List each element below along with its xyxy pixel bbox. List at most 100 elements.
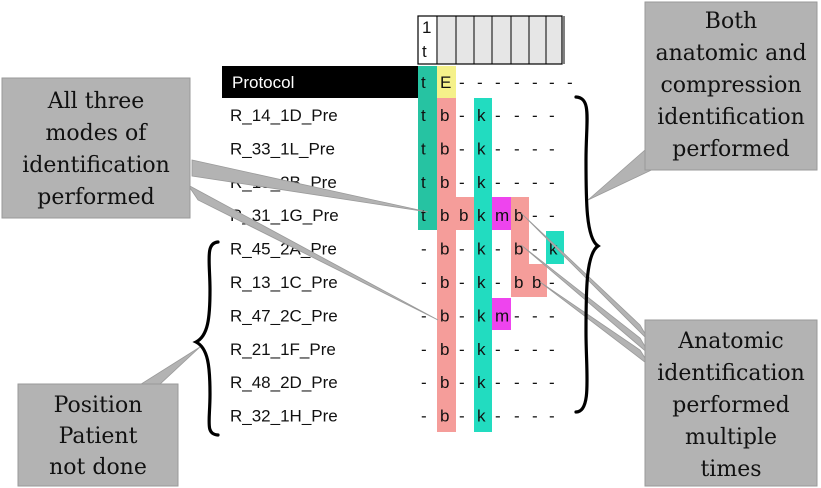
callout-anatomic-line-4: multiple <box>685 425 777 450</box>
grid-cell: - <box>549 306 555 325</box>
grid-cell: b <box>514 240 523 259</box>
grid-cell: - <box>459 240 465 259</box>
grid-cell: b <box>440 240 449 259</box>
callout-anatomic-line-3: performed <box>672 393 790 418</box>
grid-cell: b <box>440 340 449 359</box>
callout-position-line-3: not done <box>49 455 147 480</box>
pointer-all-three-to-r47 <box>187 184 439 321</box>
grid-cell: E <box>440 73 451 92</box>
grid-cell: - <box>421 340 427 359</box>
grid-cell: - <box>514 373 520 392</box>
grid-cell: - <box>549 73 555 92</box>
callout-both-line-1: Both <box>705 9 757 34</box>
grid-cell: t <box>421 173 426 192</box>
grid-cell: - <box>459 273 465 292</box>
row-label: R_47_2C_Pre <box>230 306 338 325</box>
row-label: R_13_1C_Pre <box>230 273 338 292</box>
callout-texts: All three modes of identification perfor… <box>22 9 806 482</box>
column-highlights <box>418 66 564 432</box>
callout-position-line-1: Position <box>54 393 143 418</box>
grid-cell: - <box>421 240 427 259</box>
grid-cell: - <box>421 373 427 392</box>
grid-cell: t <box>421 139 426 158</box>
callout-position-box <box>17 383 179 487</box>
callout-all-three-line-4: performed <box>37 185 155 210</box>
grid-cell: - <box>459 407 465 426</box>
grid-cell: - <box>459 340 465 359</box>
callout-all-three-box <box>1 77 191 219</box>
grid-cell: k <box>477 407 486 426</box>
grid-cell: - <box>549 206 555 225</box>
callout-pointers <box>136 149 663 387</box>
grid-cell: t <box>421 206 426 225</box>
grid-cell: t <box>421 106 426 125</box>
grid-cell: - <box>567 73 573 92</box>
grid-cell: - <box>495 73 501 92</box>
header-dividers <box>436 16 565 64</box>
grid-cell: b <box>440 273 449 292</box>
grid-cell: b <box>440 173 449 192</box>
grid-cell: - <box>495 173 501 192</box>
callout-anatomic-line-1: Anatomic <box>677 329 783 354</box>
grid-cell: - <box>459 173 465 192</box>
callout-position-line-2: Patient <box>59 424 138 449</box>
grid-cell: - <box>549 273 555 292</box>
grid-cell: k <box>477 106 486 125</box>
grid-cell: - <box>549 407 555 426</box>
grid-cell: - <box>459 306 465 325</box>
grid-cell: - <box>549 373 555 392</box>
grid-cell: - <box>495 240 501 259</box>
brace-left <box>192 240 220 437</box>
grid-cell: b <box>440 206 449 225</box>
band-b-column <box>437 98 456 432</box>
grid-cell: k <box>477 240 486 259</box>
grid-cell: - <box>549 139 555 158</box>
row-label: R_14_1D_Pre <box>230 106 338 125</box>
grid-cell: - <box>549 106 555 125</box>
grid-cell: k <box>477 139 486 158</box>
band-m-cell-r47 <box>492 298 511 330</box>
grid-cell: - <box>532 373 538 392</box>
callout-both-line-3: compression <box>660 73 801 98</box>
callout-all-three-line-1: All three <box>47 89 145 114</box>
grid-cell: - <box>514 407 520 426</box>
callout-both-line-4: identification <box>657 105 805 130</box>
pointer-all-three-to-r31 <box>191 159 429 213</box>
pointer-position <box>136 346 201 387</box>
band-e-cell <box>437 66 456 98</box>
callout-anatomic-box <box>644 319 818 487</box>
callout-both-line-2: anatomic and <box>655 41 806 66</box>
grid-cell: - <box>459 73 465 92</box>
brace-right <box>574 95 601 414</box>
header-first-cell <box>418 16 436 64</box>
grid-cell: b <box>459 206 468 225</box>
row-label: R_32_1H_Pre <box>230 407 338 426</box>
grid-cell: - <box>532 173 538 192</box>
grid-cell: b <box>440 306 449 325</box>
grid-cell: - <box>532 106 538 125</box>
protocol-label-bg <box>222 66 418 98</box>
grid-cell: - <box>532 240 538 259</box>
grid-cell: b <box>514 273 523 292</box>
callout-both-box <box>644 1 818 171</box>
row-label: R_21_1F_Pre <box>230 340 336 359</box>
grid-cell: - <box>532 73 538 92</box>
grid-cell: - <box>421 306 427 325</box>
row-labels: R_14_1D_PreR_33_1L_PreR_19_2B_PreR_31_1G… <box>230 106 339 426</box>
grid-cell: - <box>459 373 465 392</box>
grid-cell: - <box>495 373 501 392</box>
grid-cell: - <box>514 173 520 192</box>
row-label: R_31_1G_Pre <box>230 206 339 225</box>
band-k-column <box>474 98 492 432</box>
grid-cell: - <box>514 340 520 359</box>
grid-cell: - <box>421 407 427 426</box>
grid-cell: b <box>440 106 449 125</box>
callout-both-line-5: performed <box>672 137 790 162</box>
grid-cell: - <box>495 340 501 359</box>
callout-anatomic-line-5: times <box>700 457 761 482</box>
grid-cell: b <box>514 206 523 225</box>
grid-cell: k <box>477 206 486 225</box>
